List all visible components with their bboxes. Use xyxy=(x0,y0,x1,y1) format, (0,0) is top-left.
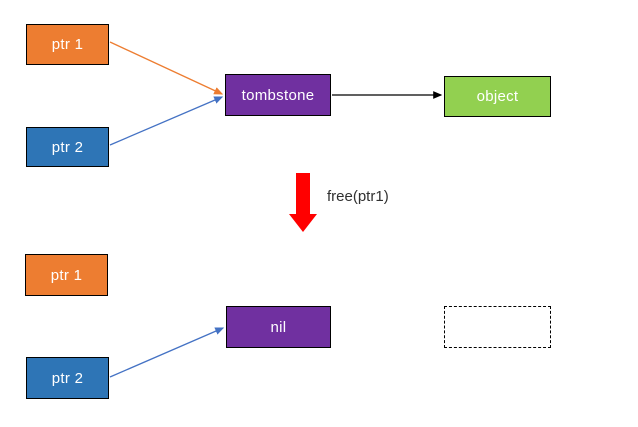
free-red-arrow-icon xyxy=(289,173,317,232)
box-ptr2-before: ptr 2 xyxy=(26,127,109,167)
box-ptr1-after: ptr 1 xyxy=(25,254,108,296)
box-nil: nil xyxy=(226,306,331,348)
box-ptr2-before-label: ptr 2 xyxy=(51,138,84,156)
box-object-label: object xyxy=(476,88,519,105)
arrow-ptr1-to-tombstone xyxy=(109,41,224,95)
box-ptr1-after-label: ptr 1 xyxy=(50,266,83,284)
box-freed-object-placeholder xyxy=(444,306,551,348)
box-tombstone-label: tombstone xyxy=(241,86,315,104)
box-ptr2-after-label: ptr 2 xyxy=(51,369,84,387)
arrow-ptr2-to-tombstone xyxy=(109,96,224,146)
box-ptr1-before-label: ptr 1 xyxy=(51,36,84,53)
box-ptr1-before: ptr 1 xyxy=(26,24,109,65)
box-ptr2-after: ptr 2 xyxy=(26,357,109,399)
box-object: object xyxy=(444,76,551,117)
box-tombstone: tombstone xyxy=(225,74,331,116)
free-call-label: free(ptr1) xyxy=(327,188,389,205)
box-nil-label: nil xyxy=(270,318,287,336)
arrow-ptr2-to-nil xyxy=(109,327,225,378)
